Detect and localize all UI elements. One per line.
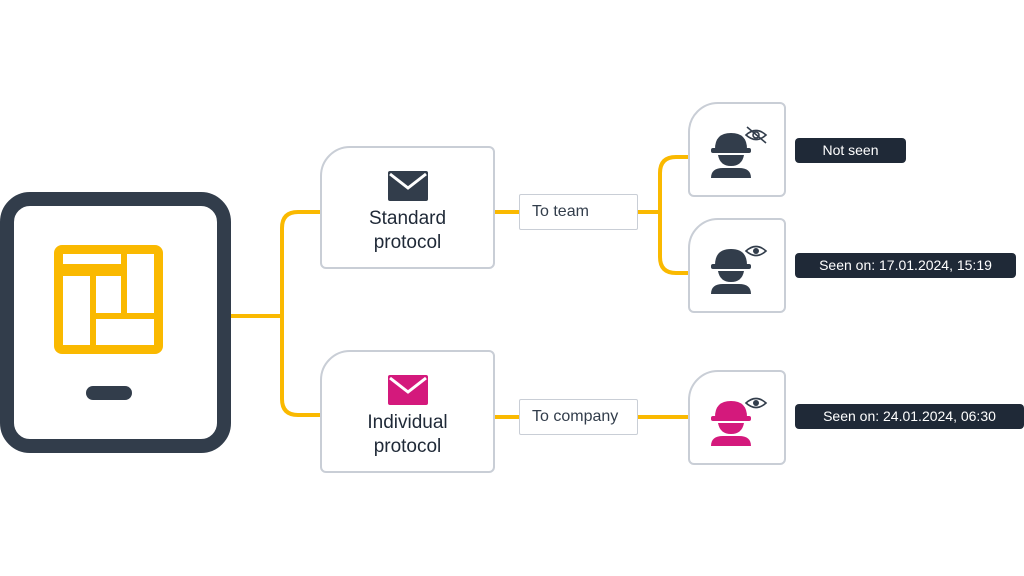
worker-seen-icon <box>711 397 768 446</box>
worker-seen-icon <box>711 245 768 294</box>
status-badge: Seen on: 24.01.2024, 06:30 <box>795 404 1024 429</box>
envelope-icon <box>387 375 428 405</box>
protocol-label: Individual protocol <box>367 412 448 457</box>
status-badge: Seen on: 17.01.2024, 15:19 <box>795 253 1016 278</box>
recipient-card-seen <box>688 218 786 313</box>
protocol-label: Standard protocol <box>368 208 447 253</box>
recipient-card-not-seen <box>688 102 786 197</box>
envelope-icon <box>387 171 428 201</box>
standard-protocol-card: Standard protocol <box>320 146 495 269</box>
tablet-device <box>0 192 231 453</box>
worker-not-seen-icon <box>711 126 768 178</box>
route-to-team: To team <box>519 194 638 230</box>
app-logo-icon <box>54 245 163 354</box>
tablet-home-button <box>86 386 132 400</box>
individual-protocol-card: Individual protocol <box>320 350 495 473</box>
recipient-card-company <box>688 370 786 465</box>
route-to-company: To company <box>519 399 638 435</box>
status-badge: Not seen <box>795 138 906 163</box>
